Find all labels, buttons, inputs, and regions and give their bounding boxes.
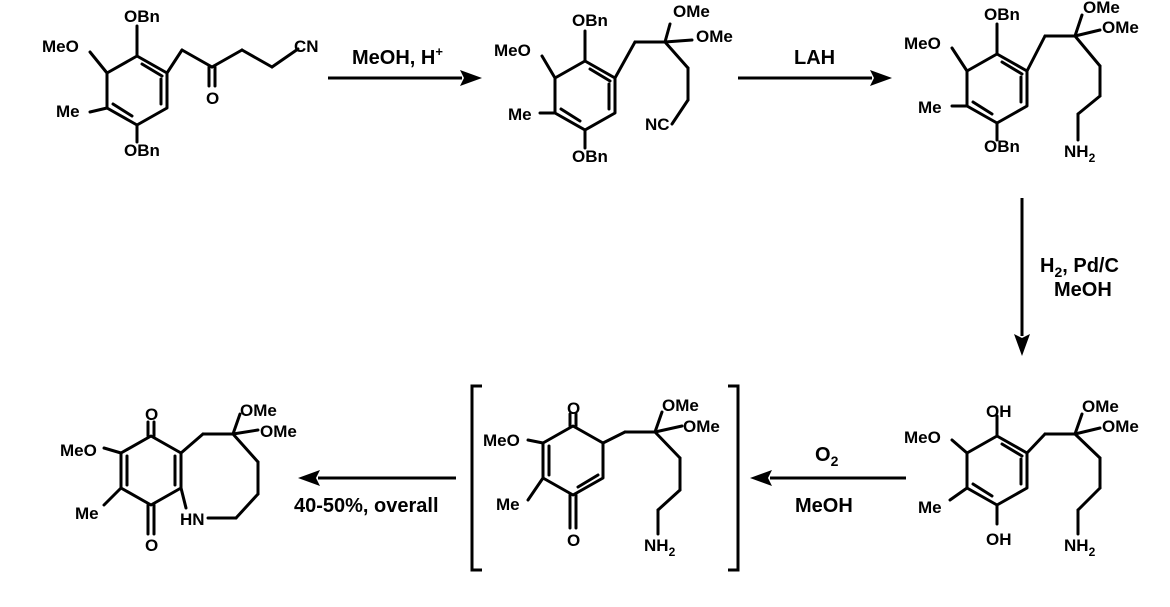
step-2-reagent: LAH — [794, 47, 835, 69]
intermediate-quinone: O MeO Me O OMe OMe NH2 — [470, 384, 740, 572]
compound-3-obn-bottom-label: OBn — [984, 137, 1020, 156]
product-o-bottom-label: O — [145, 536, 158, 555]
step-1-arrow — [328, 70, 482, 86]
product-hn-label: HN — [180, 510, 205, 529]
left-bracket — [470, 384, 482, 572]
intermediate-ome-1-label: OMe — [662, 396, 699, 415]
step-4-reagent-line-1: O2 — [815, 444, 839, 469]
intermediate-nh2-label: NH2 — [644, 536, 676, 559]
intermediate-me-label: Me — [496, 495, 520, 514]
compound-4-me-label: Me — [918, 498, 942, 517]
step-2-arrow — [738, 70, 892, 86]
step-3-reagent-line-1: H2, Pd/C — [1040, 255, 1119, 280]
compound-2-ome-1-label: OMe — [673, 2, 710, 21]
compound-1-obn-top-label: OBn — [124, 7, 160, 26]
compound-2-nc-label: NC — [645, 115, 670, 134]
right-bracket — [728, 384, 740, 572]
compound-3-amine: OBn MeO Me OBn OMe OMe NH2 — [904, 0, 1139, 165]
step-5-arrow — [298, 470, 456, 486]
compound-4-hydroquinone: OH MeO Me OH OMe OMe NH2 — [904, 397, 1139, 559]
compound-3-ome-1-label: OMe — [1083, 0, 1120, 17]
compound-1-cn-label: CN — [294, 37, 319, 56]
product-azocine-quinone: O MeO Me O OMe OMe HN — [60, 401, 297, 555]
compound-3-obn-top-label: OBn — [984, 5, 1020, 24]
product-ome-1-label: OMe — [240, 401, 277, 420]
product-me-label: Me — [75, 504, 99, 523]
compound-4-nh2-label: NH2 — [1064, 536, 1096, 559]
compound-2-ketal-nitrile: OBn MeO Me OBn OMe OMe NC — [494, 2, 733, 166]
step-5-yield: 40-50%, overall — [294, 495, 439, 517]
intermediate-o-bottom-label: O — [567, 531, 580, 550]
compound-2-me-label: Me — [508, 105, 532, 124]
compound-3-nh2-label: NH2 — [1064, 142, 1096, 165]
compound-2-bonds — [538, 22, 694, 150]
compound-2-obn-bottom-label: OBn — [572, 147, 608, 166]
compound-2-ome-2-label: OMe — [696, 27, 733, 46]
compound-4-bonds — [948, 412, 1102, 536]
compound-1-bonds — [88, 24, 300, 144]
compound-1-obn-bottom-label: OBn — [124, 141, 160, 160]
step-3-arrow — [1014, 198, 1030, 356]
compound-4-oh-bottom-label: OH — [986, 530, 1012, 549]
compound-3-meo-label: MeO — [904, 34, 941, 53]
compound-3-ome-2-label: OMe — [1102, 18, 1139, 37]
intermediate-ome-2-label: OMe — [683, 417, 720, 436]
compound-1-me-label: Me — [56, 102, 80, 121]
product-bonds — [102, 412, 260, 536]
product-ome-2-label: OMe — [260, 422, 297, 441]
compound-1-starting-material: OBn MeO Me OBn O CN — [42, 7, 319, 160]
compound-3-me-label: Me — [918, 98, 942, 117]
intermediate-o-top-label: O — [567, 399, 580, 418]
product-meo-label: MeO — [60, 441, 97, 460]
step-3-reagent-line-2: MeOH — [1054, 279, 1112, 301]
intermediate-bonds — [526, 410, 684, 536]
compound-4-oh-top-label: OH — [986, 402, 1012, 421]
step-4-reagent-line-2: MeOH — [795, 495, 853, 517]
compound-4-meo-label: MeO — [904, 428, 941, 447]
compound-4-ome-1-label: OMe — [1082, 397, 1119, 416]
compound-4-ome-2-label: OMe — [1102, 417, 1139, 436]
compound-1-meo-label: MeO — [42, 37, 79, 56]
compound-3-bonds — [950, 13, 1102, 142]
product-o-top-label: O — [145, 405, 158, 424]
intermediate-meo-label: MeO — [483, 431, 520, 450]
step-1-reagent: MeOH, H+ — [352, 44, 443, 69]
step-4-arrow — [750, 470, 906, 486]
compound-2-obn-top-label: OBn — [572, 11, 608, 30]
compound-1-ketone-o-label: O — [206, 89, 219, 108]
compound-2-meo-label: MeO — [494, 41, 531, 60]
